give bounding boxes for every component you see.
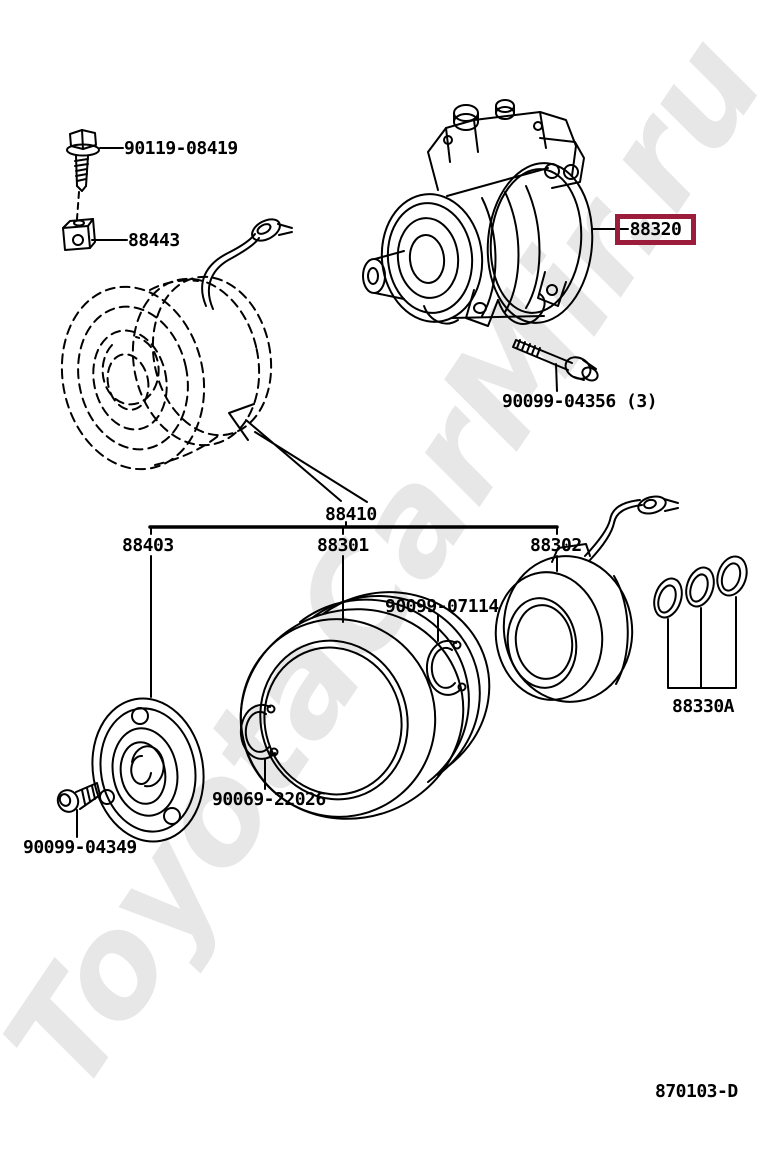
clutch-wire-drawing (201, 218, 293, 310)
part-label-hub-bolt: 90099-04349 (23, 837, 137, 858)
part-label-hub-snap-ring: 90069-22026 (212, 789, 326, 810)
parts-diagram-page: { "watermark": { "text": "ToyotaCarMir.r… (0, 8, 760, 1118)
clutch-assembly-drawing (60, 275, 273, 471)
part-label-clutch-hub: 88403 (122, 535, 174, 556)
highlighted-part-label-compressor[interactable]: 88320 (615, 214, 696, 245)
oring-kit-drawing (653, 555, 748, 689)
drawing-code: 870103-D (655, 1081, 738, 1102)
part-label-compressor-bolt: 90099-04356 (3) (502, 391, 658, 412)
hub-snap-ring-drawing (239, 703, 279, 760)
callout-bracket (148, 521, 559, 698)
part-label-clutch-assembly: 88410 (325, 504, 377, 525)
leader-line-compressor-bolt (555, 363, 558, 392)
mount-bolt-drawing (66, 129, 100, 220)
assembly-arrow (228, 403, 368, 503)
part-label-oring-kit: 88330A (672, 696, 735, 717)
pulley-drawing (239, 591, 491, 820)
part-label-pulley-snap-ring: 90099-07114 (385, 596, 499, 617)
hub-bolt-drawing (56, 782, 101, 813)
parts-diagram-canvas (56, 99, 748, 843)
part-label-damper: 88443 (128, 230, 180, 251)
stator-coil-drawing (494, 495, 679, 703)
compressor-drawing (362, 99, 594, 327)
clutch-hub-drawing (91, 697, 205, 843)
pulley-snap-ring-drawing (425, 639, 467, 696)
part-label-compressor: 88320 (629, 219, 682, 240)
part-label-mount-bolt: 90119-08419 (124, 138, 238, 159)
part-label-pulley: 88301 (317, 535, 369, 556)
part-label-stator-coil: 88302 (530, 535, 582, 556)
damper-block-drawing (62, 218, 96, 251)
compressor-bolt-drawing (512, 339, 599, 382)
